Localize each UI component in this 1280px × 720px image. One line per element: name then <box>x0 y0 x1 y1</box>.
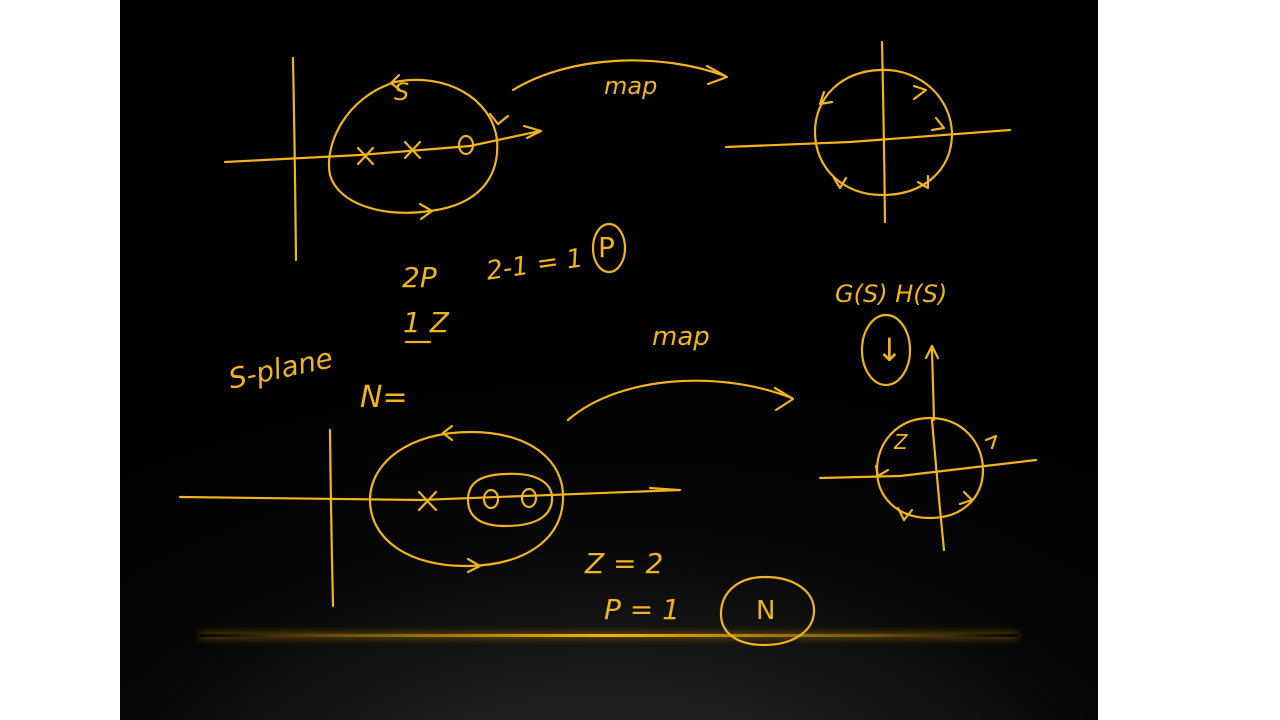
bottom-mapped-arrowhead-2-icon <box>984 434 998 450</box>
bottom-pole-x-icon <box>417 490 438 512</box>
bottom-s-plane <box>178 424 682 608</box>
bottom-mapped-arrowhead-3-icon <box>896 506 914 522</box>
bottom-mapped-arrowhead-1-icon <box>874 464 890 478</box>
bottom-real-axis-arrowhead-icon <box>648 486 680 492</box>
top-contour-right-arrowhead-icon <box>488 112 510 126</box>
bottom-s-plane-imag-axis <box>328 428 335 608</box>
n-equals-note: N= <box>360 380 408 415</box>
bottom-map-arrowhead-icon <box>773 386 795 412</box>
gh-direction-ring <box>860 313 912 387</box>
mapped-contour-z-label: Z <box>894 430 908 454</box>
gh-label: G(S) H(S) <box>835 280 948 308</box>
top-mapped-arrowhead-5-icon <box>832 176 848 190</box>
slide-glow-divider <box>200 634 1018 637</box>
bottom-map-arrow <box>566 379 794 422</box>
zero-count-note: 1 Z <box>403 306 449 339</box>
top-circled-p-ring <box>591 222 627 274</box>
top-mapped-plane <box>724 40 1012 224</box>
top-contour-top-arrowhead-icon <box>389 73 402 92</box>
bottom-zero-2-o-icon <box>520 487 538 509</box>
circled-n-result: N <box>756 596 776 626</box>
p-value-note: P = 1 <box>604 593 680 626</box>
top-contour-s-label: S <box>394 78 410 106</box>
bottom-map-label: map <box>652 322 710 352</box>
circled-p-result: P <box>598 231 615 264</box>
top-pole-2-pole-x-icon <box>403 140 422 160</box>
top-mapped-arrowhead-2-icon <box>912 84 928 101</box>
top-map-arrowhead-icon <box>705 64 729 86</box>
gh-vertical-arrow-shaft <box>930 348 936 422</box>
top-mapped-real-axis <box>724 128 1012 149</box>
top-pole-1-pole-x-icon <box>356 146 375 166</box>
bottom-s-plane-real-axis <box>178 488 682 502</box>
top-map-label: map <box>604 72 658 100</box>
bottom-inner-contour <box>466 472 554 528</box>
top-s-plane-real-axis <box>223 129 542 164</box>
n-result-ring <box>719 575 816 647</box>
top-zero-o-icon <box>457 134 475 156</box>
z-value-note: Z = 2 <box>585 547 664 580</box>
top-contour-bottom-arrowhead-icon <box>418 202 434 221</box>
bottom-mapped-real-axis <box>818 458 1038 480</box>
bottom-contour-top-arrowhead-icon <box>441 424 454 442</box>
gh-down-arrow-icon: ↓ <box>876 331 903 369</box>
top-real-axis-arrowhead-icon <box>522 124 543 140</box>
bottom-mapped-imag-axis <box>930 418 946 552</box>
top-mapped-imag-axis <box>880 40 887 224</box>
slide-background <box>120 0 1098 720</box>
top-map-arrow <box>511 59 727 92</box>
bottom-mapped-plane <box>818 313 1038 552</box>
gh-vertical-arrowhead-icon <box>924 344 940 360</box>
top-mapped-arrowhead-4-icon <box>916 174 930 190</box>
bottom-big-contour <box>368 430 565 568</box>
bottom-mapped-arrowhead-4-icon <box>958 490 974 506</box>
top-mapped-arrowhead-1-icon <box>818 90 834 106</box>
top-mapped-arrowhead-3-icon <box>930 116 946 132</box>
top-s-plane <box>223 56 543 262</box>
pole-count-note: 2P <box>402 261 437 294</box>
bottom-contour-bottom-arrowhead-icon <box>466 557 482 574</box>
top-s-plane-imag-axis <box>291 56 298 262</box>
bottom-mapped-contour <box>875 416 985 520</box>
bottom-zero-1-o-icon <box>482 488 500 510</box>
